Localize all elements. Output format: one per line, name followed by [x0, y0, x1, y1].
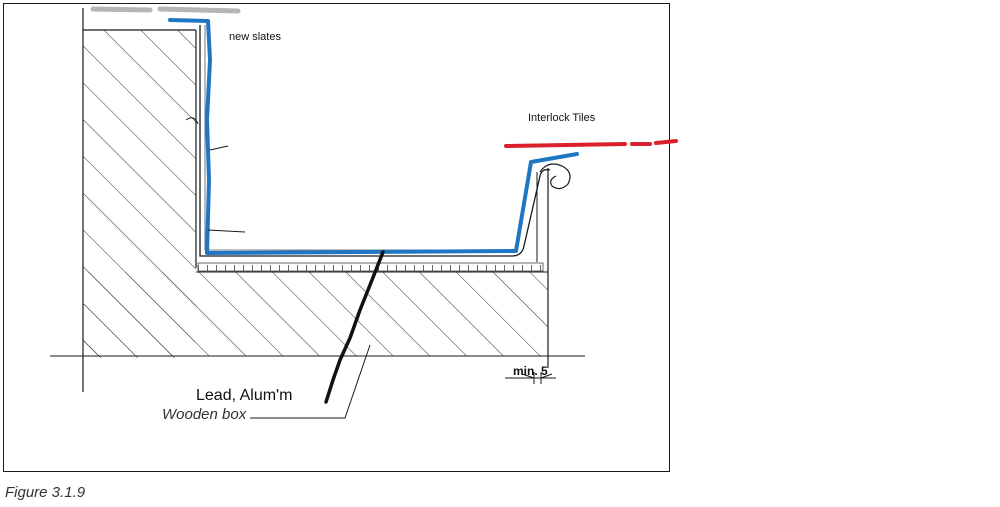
- figure-caption: Figure 3.1.9: [5, 484, 86, 501]
- gutter-roll-edge: [536, 163, 571, 262]
- wooden-box-leader-line: [250, 344, 371, 419]
- base-substrate-section: [50, 168, 585, 368]
- lead-alum-label: Lead, Alum'm: [196, 387, 293, 404]
- flashing-line-blue: [168, 18, 579, 255]
- slates-grey-marks: [90, 6, 241, 14]
- boarding-layer: [197, 262, 544, 272]
- interlock-tiles-red-marks: [504, 139, 678, 148]
- fixing-marks: [185, 117, 246, 233]
- new-slates-label: new slates: [229, 31, 281, 43]
- gutter-inner-outline: [204, 25, 508, 251]
- wooden-box-label: Wooden box: [162, 406, 247, 423]
- min-dimension-marker: [505, 372, 556, 384]
- interlock-tiles-label: Interlock Tiles: [528, 112, 596, 124]
- min-gap-label: min. 5: [513, 364, 548, 378]
- lead-leader-line: [324, 250, 385, 404]
- gutter-outline: [199, 25, 551, 257]
